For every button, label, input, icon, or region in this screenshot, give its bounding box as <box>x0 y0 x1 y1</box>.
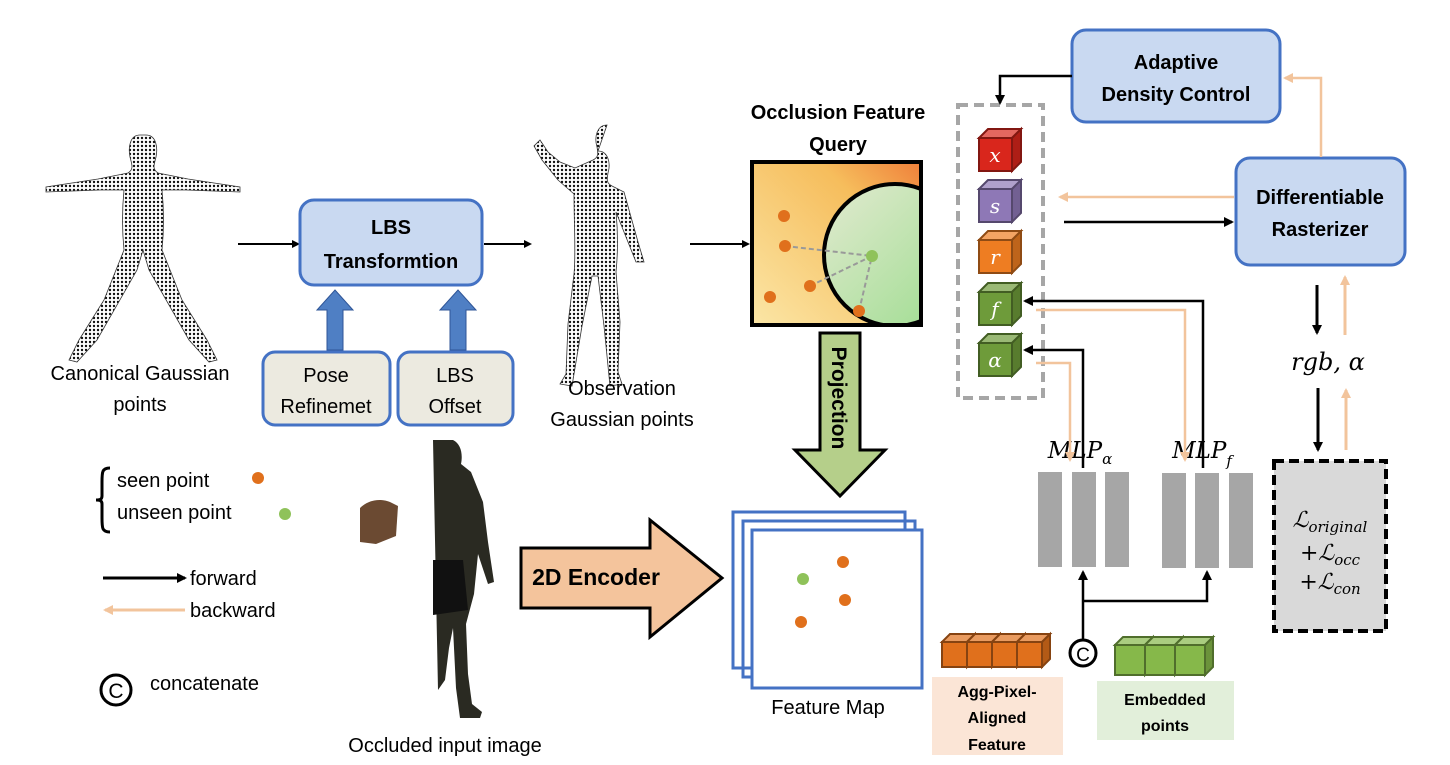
embedded-point-cube <box>1172 634 1216 678</box>
canonical-label-2: points <box>113 394 166 416</box>
rgb-alpha-output: rgb, α <box>1291 348 1365 376</box>
attribute-symbol: x <box>989 143 1000 167</box>
pose-label-2: Refinemet <box>280 396 372 418</box>
embedded-point-cubes <box>1112 634 1216 678</box>
loss-box: ℒoriginal +ℒocc +ℒcon <box>1272 459 1388 633</box>
unseen-point-swatch <box>279 508 291 520</box>
embedded-label-2: points <box>1141 718 1189 735</box>
attribute-cube-3: f <box>976 280 1024 328</box>
feature-map-label: Feature Map <box>771 697 884 719</box>
forward-arrow <box>1083 570 1212 603</box>
agg-feature-cube <box>1014 631 1053 670</box>
forward-arrow <box>1023 296 1205 468</box>
attribute-cube-0: x <box>976 126 1024 174</box>
observation-label-2: Gaussian points <box>550 409 693 431</box>
loss-occ: +ℒocc <box>1300 541 1361 569</box>
pose-refinement-box: Pose Refinemet <box>261 350 392 427</box>
adc-label-2: Density Control <box>1102 84 1251 106</box>
offset-label-2: Offset <box>429 396 482 418</box>
occlusion-title-2: Query <box>809 134 868 156</box>
legend-forward-label: forward <box>190 568 257 590</box>
occluded-input-image <box>360 440 494 718</box>
legend: seen point unseen point forward backward… <box>95 466 291 707</box>
pose-label-1: Pose <box>303 365 349 387</box>
concat-icon <box>1068 638 1098 668</box>
attribute-cube-4: α <box>976 331 1024 379</box>
attribute-symbol: α <box>988 348 1002 372</box>
lbs-title-2: Transformtion <box>324 251 458 273</box>
canonical-gaussian-body <box>45 134 241 363</box>
canonical-label-1: Canonical Gaussian <box>51 363 230 385</box>
projection-label: Projection <box>827 347 850 450</box>
unseen-point <box>797 573 809 585</box>
observation-gaussian-body <box>533 124 645 387</box>
lbs-transformation-box: LBS Transformtion <box>298 198 484 287</box>
seen-point <box>839 594 851 606</box>
legend-backward-label: backward <box>190 600 276 622</box>
attribute-cube-2: r <box>976 228 1024 276</box>
backward-arrow <box>1036 308 1190 462</box>
lbs-offset-box: LBS Offset <box>396 350 515 427</box>
pose-up-arrow <box>315 289 355 351</box>
legend-seen-label: seen point <box>117 470 210 492</box>
agg-feature-cubes <box>939 631 1053 670</box>
offset-up-arrow <box>438 289 478 351</box>
seen-point <box>778 210 790 222</box>
agg-feature-label-box: Agg-Pixel- Aligned Feature <box>932 677 1063 755</box>
mlp-alpha-label: MLPα <box>1047 438 1112 468</box>
adaptive-density-control-box: Adaptive Density Control <box>1070 28 1282 124</box>
seen-point <box>853 305 865 317</box>
concat-symbol: C <box>108 680 123 703</box>
occluded-image-label: Occluded input image <box>348 735 541 757</box>
backward-arrow <box>1036 361 1075 462</box>
observation-label-1: Observation <box>568 378 676 400</box>
agg-label-2: Aligned <box>968 710 1027 727</box>
loss-original: ℒoriginal <box>1293 508 1368 536</box>
adc-label-1: Adaptive <box>1134 52 1218 74</box>
seen-point <box>764 291 776 303</box>
legend-unseen-label: unseen point <box>117 502 232 524</box>
concat-icon <box>99 673 133 707</box>
gaussian-attributes-group <box>956 103 1045 400</box>
agg-label-1: Agg-Pixel- <box>957 684 1036 701</box>
mlp-alpha-layers <box>1038 472 1129 567</box>
attribute-symbol: r <box>990 245 1001 269</box>
loss-con: +ℒcon <box>1299 570 1360 598</box>
mlp-f-layers <box>1162 473 1253 568</box>
occlusion-title-1: Occlusion Feature <box>751 102 926 124</box>
lbs-title-1: LBS <box>371 217 411 239</box>
legend-concat-label: concatenate <box>150 673 259 695</box>
attribute-cube-1: s <box>976 177 1024 225</box>
encoder-label: 2D Encoder <box>532 564 660 590</box>
attribute-cubes: x s rfα <box>976 126 1024 379</box>
seen-point <box>837 556 849 568</box>
differentiable-rasterizer-box: Differentiable Rasterizer <box>1234 156 1407 267</box>
agg-label-3: Feature <box>968 737 1026 754</box>
embedded-label-1: Embedded <box>1124 692 1206 709</box>
rasterizer-label-1: Differentiable <box>1256 187 1384 209</box>
feature-map <box>731 510 924 690</box>
seen-point <box>804 280 816 292</box>
unseen-point <box>866 250 878 262</box>
projection-arrow: Projection <box>791 331 889 499</box>
seen-point <box>779 240 791 252</box>
concat-symbol: C <box>1076 645 1090 666</box>
backward-arrow <box>1283 73 1323 157</box>
forward-arrow <box>995 74 1072 105</box>
offset-label-1: LBS <box>436 365 474 387</box>
2d-encoder-arrow: 2D Encoder <box>519 516 725 641</box>
attribute-symbol: s <box>990 194 1000 218</box>
forward-arrow <box>1023 345 1085 468</box>
seen-point-swatch <box>252 472 264 484</box>
seen-point <box>795 616 807 628</box>
occlusion-query-panel <box>750 160 923 327</box>
rasterizer-label-2: Rasterizer <box>1272 219 1369 241</box>
embedded-label-box: Embedded points <box>1097 681 1234 740</box>
